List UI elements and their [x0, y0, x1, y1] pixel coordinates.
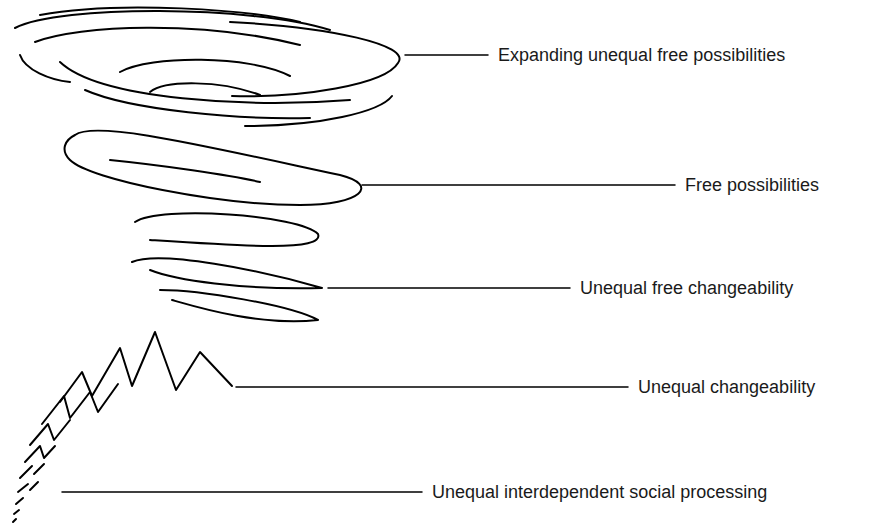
- stage-label: Expanding unequal free possibilities: [496, 44, 787, 66]
- stage-label: Free possibilities: [683, 174, 821, 196]
- stage-label: Unequal free changeability: [578, 277, 795, 299]
- stage-label: Unequal changeability: [636, 376, 817, 398]
- stage-label: Unequal interdependent social processing: [430, 481, 769, 503]
